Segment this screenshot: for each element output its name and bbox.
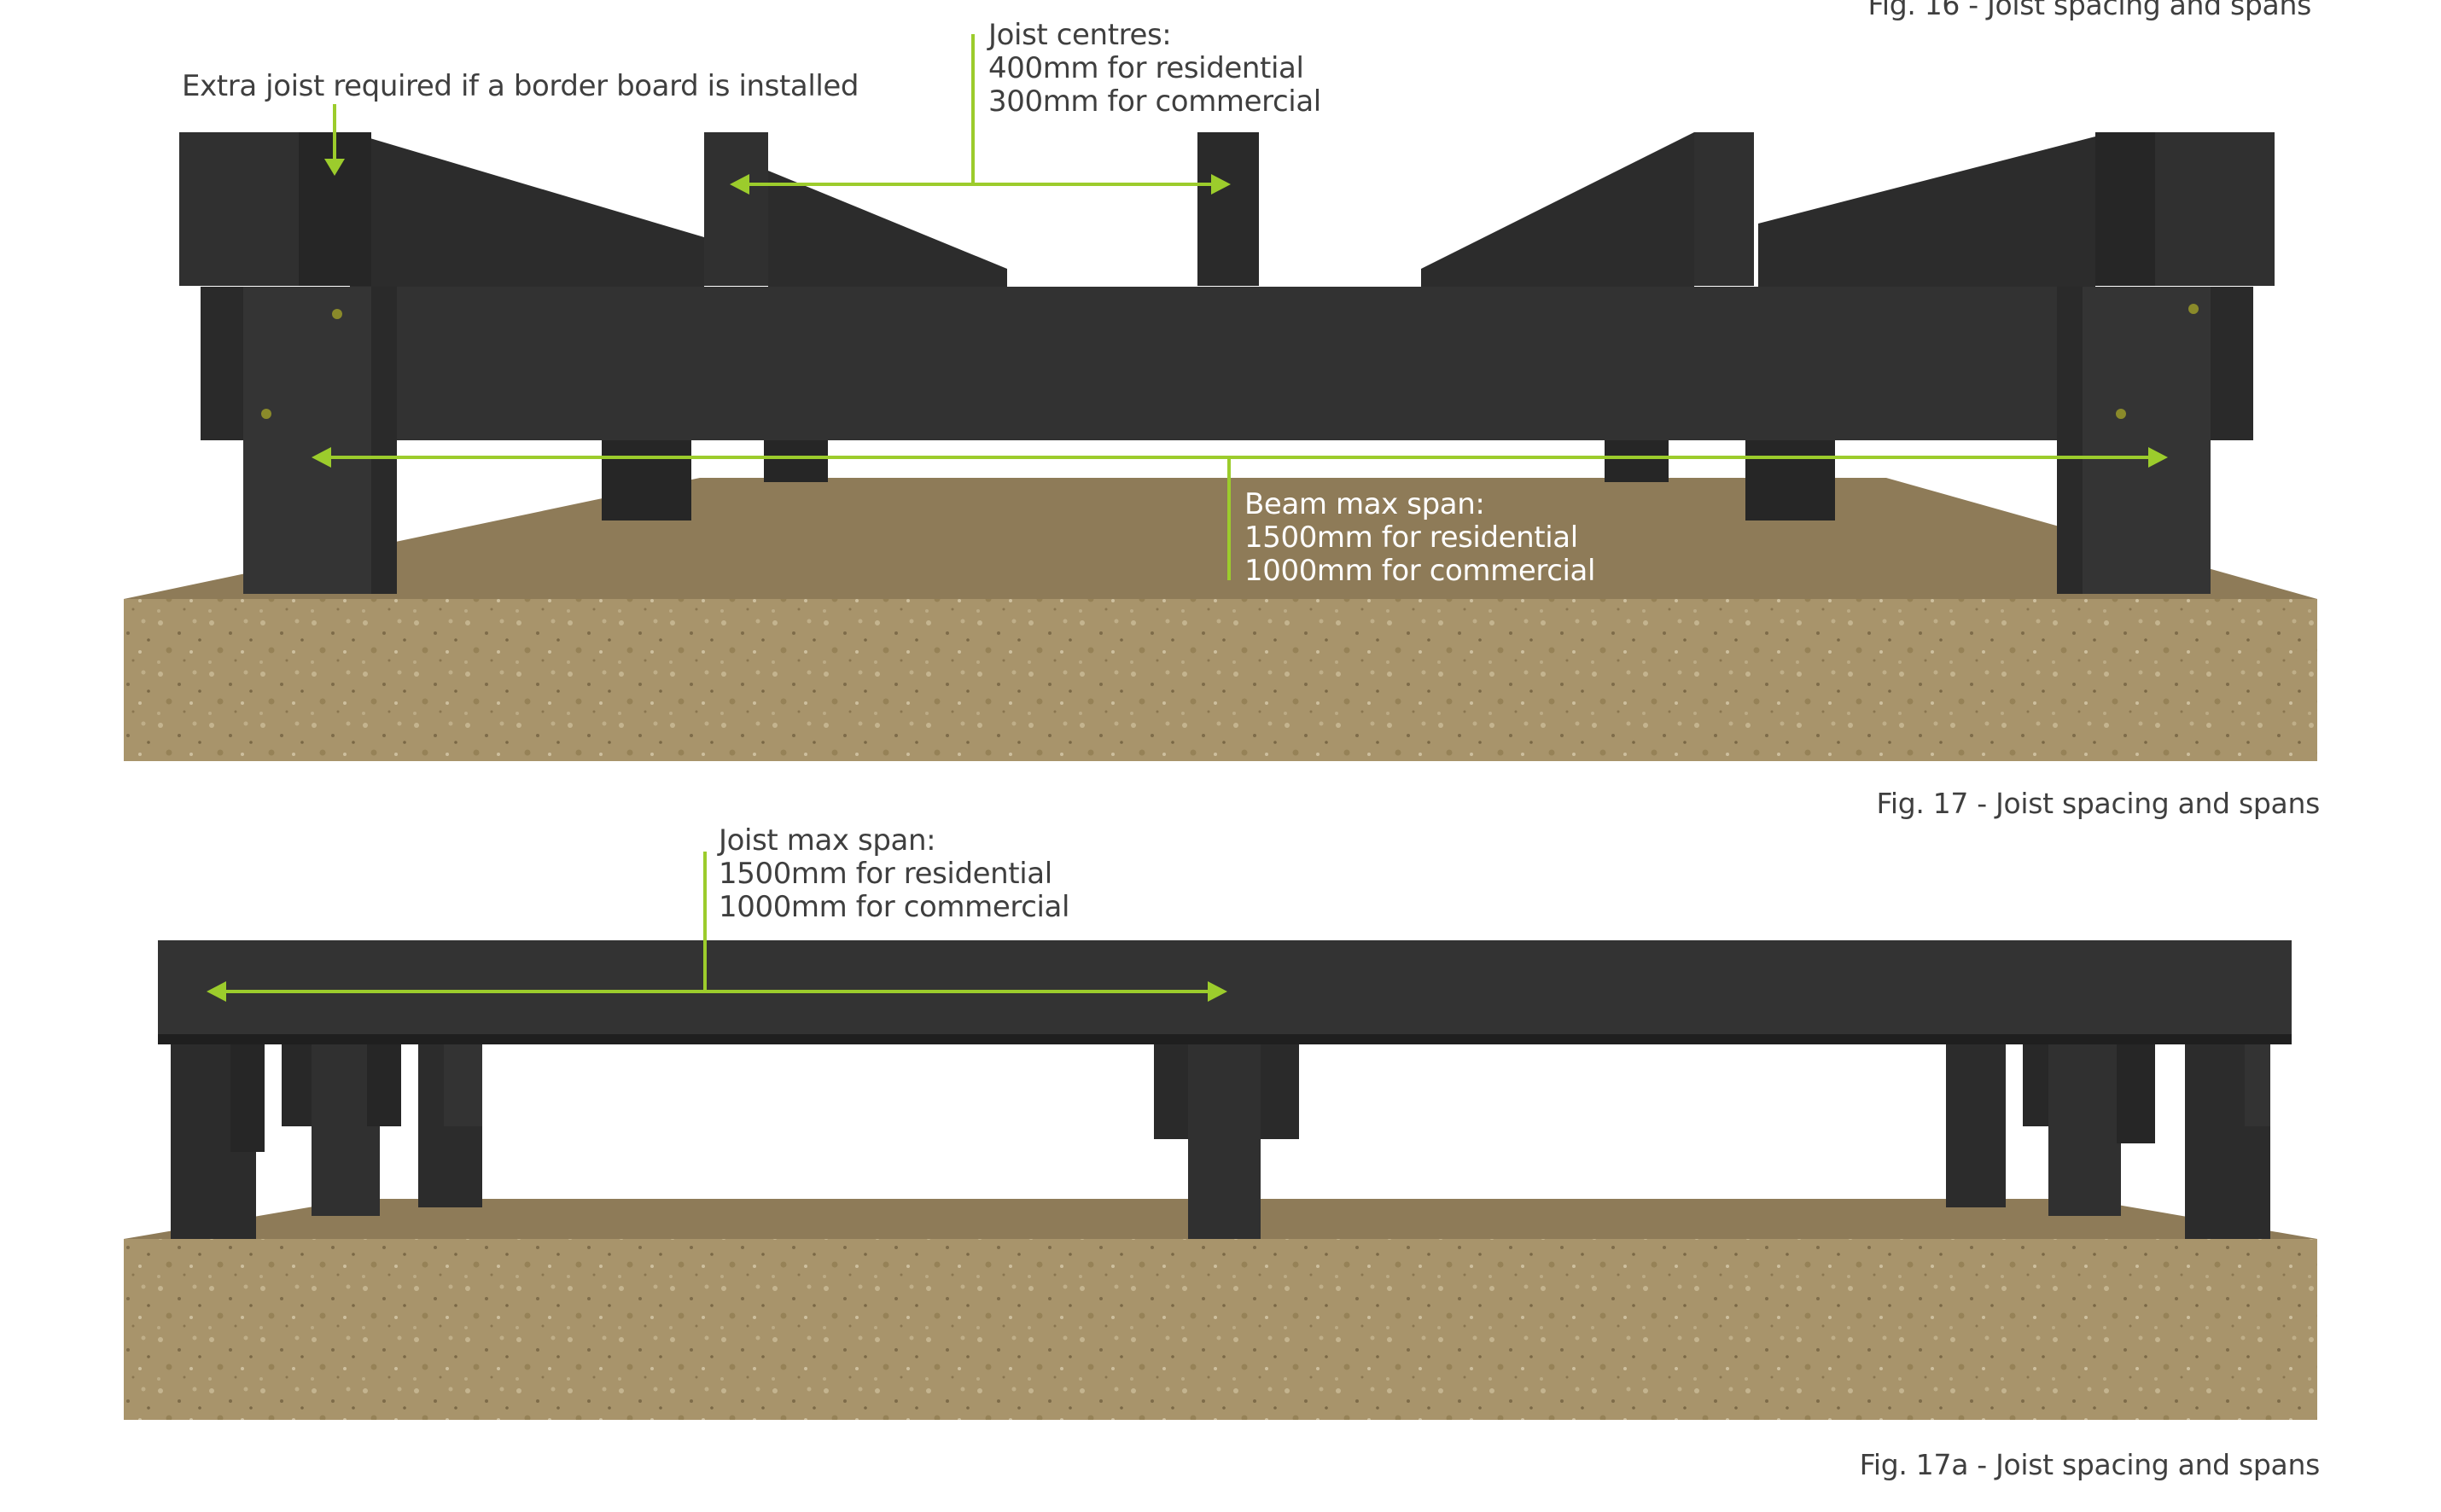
border-joist-arrowhead	[324, 159, 345, 176]
joist-perspective-left	[768, 171, 1007, 288]
bolt	[2188, 304, 2199, 314]
bolt	[332, 309, 342, 319]
ground-slab	[124, 599, 2317, 761]
post	[444, 1041, 482, 1126]
post	[230, 1041, 265, 1152]
figure-17-caption: Fig. 17 - Joist spacing and spans	[1876, 787, 2321, 820]
beam-span-arrowhead-right	[2148, 447, 2168, 468]
post-front-right-side	[2057, 287, 2083, 594]
joist-centres-commercial: 300mm for commercial	[988, 84, 1321, 119]
figure-17a	[124, 852, 2317, 1420]
joist-end-border	[2095, 132, 2155, 286]
post-front-left-side	[371, 287, 397, 594]
beam-span-residential: 1500mm for residential	[1244, 520, 1578, 555]
joist-span-commercial: 1000mm for commercial	[719, 890, 1070, 924]
post-back	[602, 435, 691, 520]
beam	[243, 287, 2211, 440]
joist-centres-arrowhead-left	[730, 174, 749, 195]
beam-back-right	[2211, 287, 2253, 440]
joist-perspective-right	[1421, 132, 1694, 288]
joist-end	[179, 132, 299, 286]
beam-span-commercial: 1000mm for commercial	[1244, 554, 1596, 588]
post	[2048, 1041, 2121, 1216]
joist-perspective-right	[1758, 137, 2095, 288]
joist-span-residential: 1500mm for residential	[719, 857, 1052, 891]
bolt	[261, 409, 271, 419]
post-back	[1745, 435, 1835, 520]
joist-end	[2155, 132, 2275, 286]
bolt	[2116, 409, 2126, 419]
joist-centres-label: Joist centres: 400mm for residential 300…	[988, 19, 1321, 119]
joist-centres-residential: 400mm for residential	[988, 51, 1304, 85]
joist-centres-arrowhead-right	[1211, 174, 1231, 195]
beam-span-label: Beam max span: 1500mm for residential 10…	[1244, 488, 1595, 588]
joist-end	[1197, 132, 1259, 286]
joist-centres-title: Joist centres:	[988, 18, 1172, 52]
beam-span-arrowhead-left	[312, 447, 331, 468]
deck-frame-shadow	[158, 1034, 2292, 1044]
post	[367, 1041, 401, 1126]
joist-span-arrowhead-right	[1208, 981, 1227, 1002]
joist-span-label: Joist max span: 1500mm for residential 1…	[719, 824, 1069, 924]
post-middle	[1188, 1041, 1261, 1239]
post	[2117, 1041, 2155, 1143]
joist-end	[1694, 132, 1754, 286]
border-joist-label: Extra joist required if a border board i…	[182, 69, 859, 103]
figure-17	[124, 34, 2317, 761]
figure-16-caption: Fig. 16 - Joist spacing and spans	[1867, 0, 2312, 21]
beam-span-title: Beam max span:	[1244, 487, 1485, 521]
joist-span-arrowhead-left	[207, 981, 226, 1002]
joist-span-title: Joist max span:	[719, 823, 936, 858]
post	[2245, 1041, 2270, 1126]
post	[1946, 1041, 2006, 1207]
figure-17a-caption: Fig. 17a - Joist spacing and spans	[1859, 1448, 2321, 1481]
ground-slab	[124, 1239, 2317, 1420]
joist-end	[704, 132, 768, 286]
ground-top-surface	[124, 478, 2317, 599]
beam-back-left	[201, 287, 243, 440]
joist-perspective-left	[350, 132, 704, 288]
